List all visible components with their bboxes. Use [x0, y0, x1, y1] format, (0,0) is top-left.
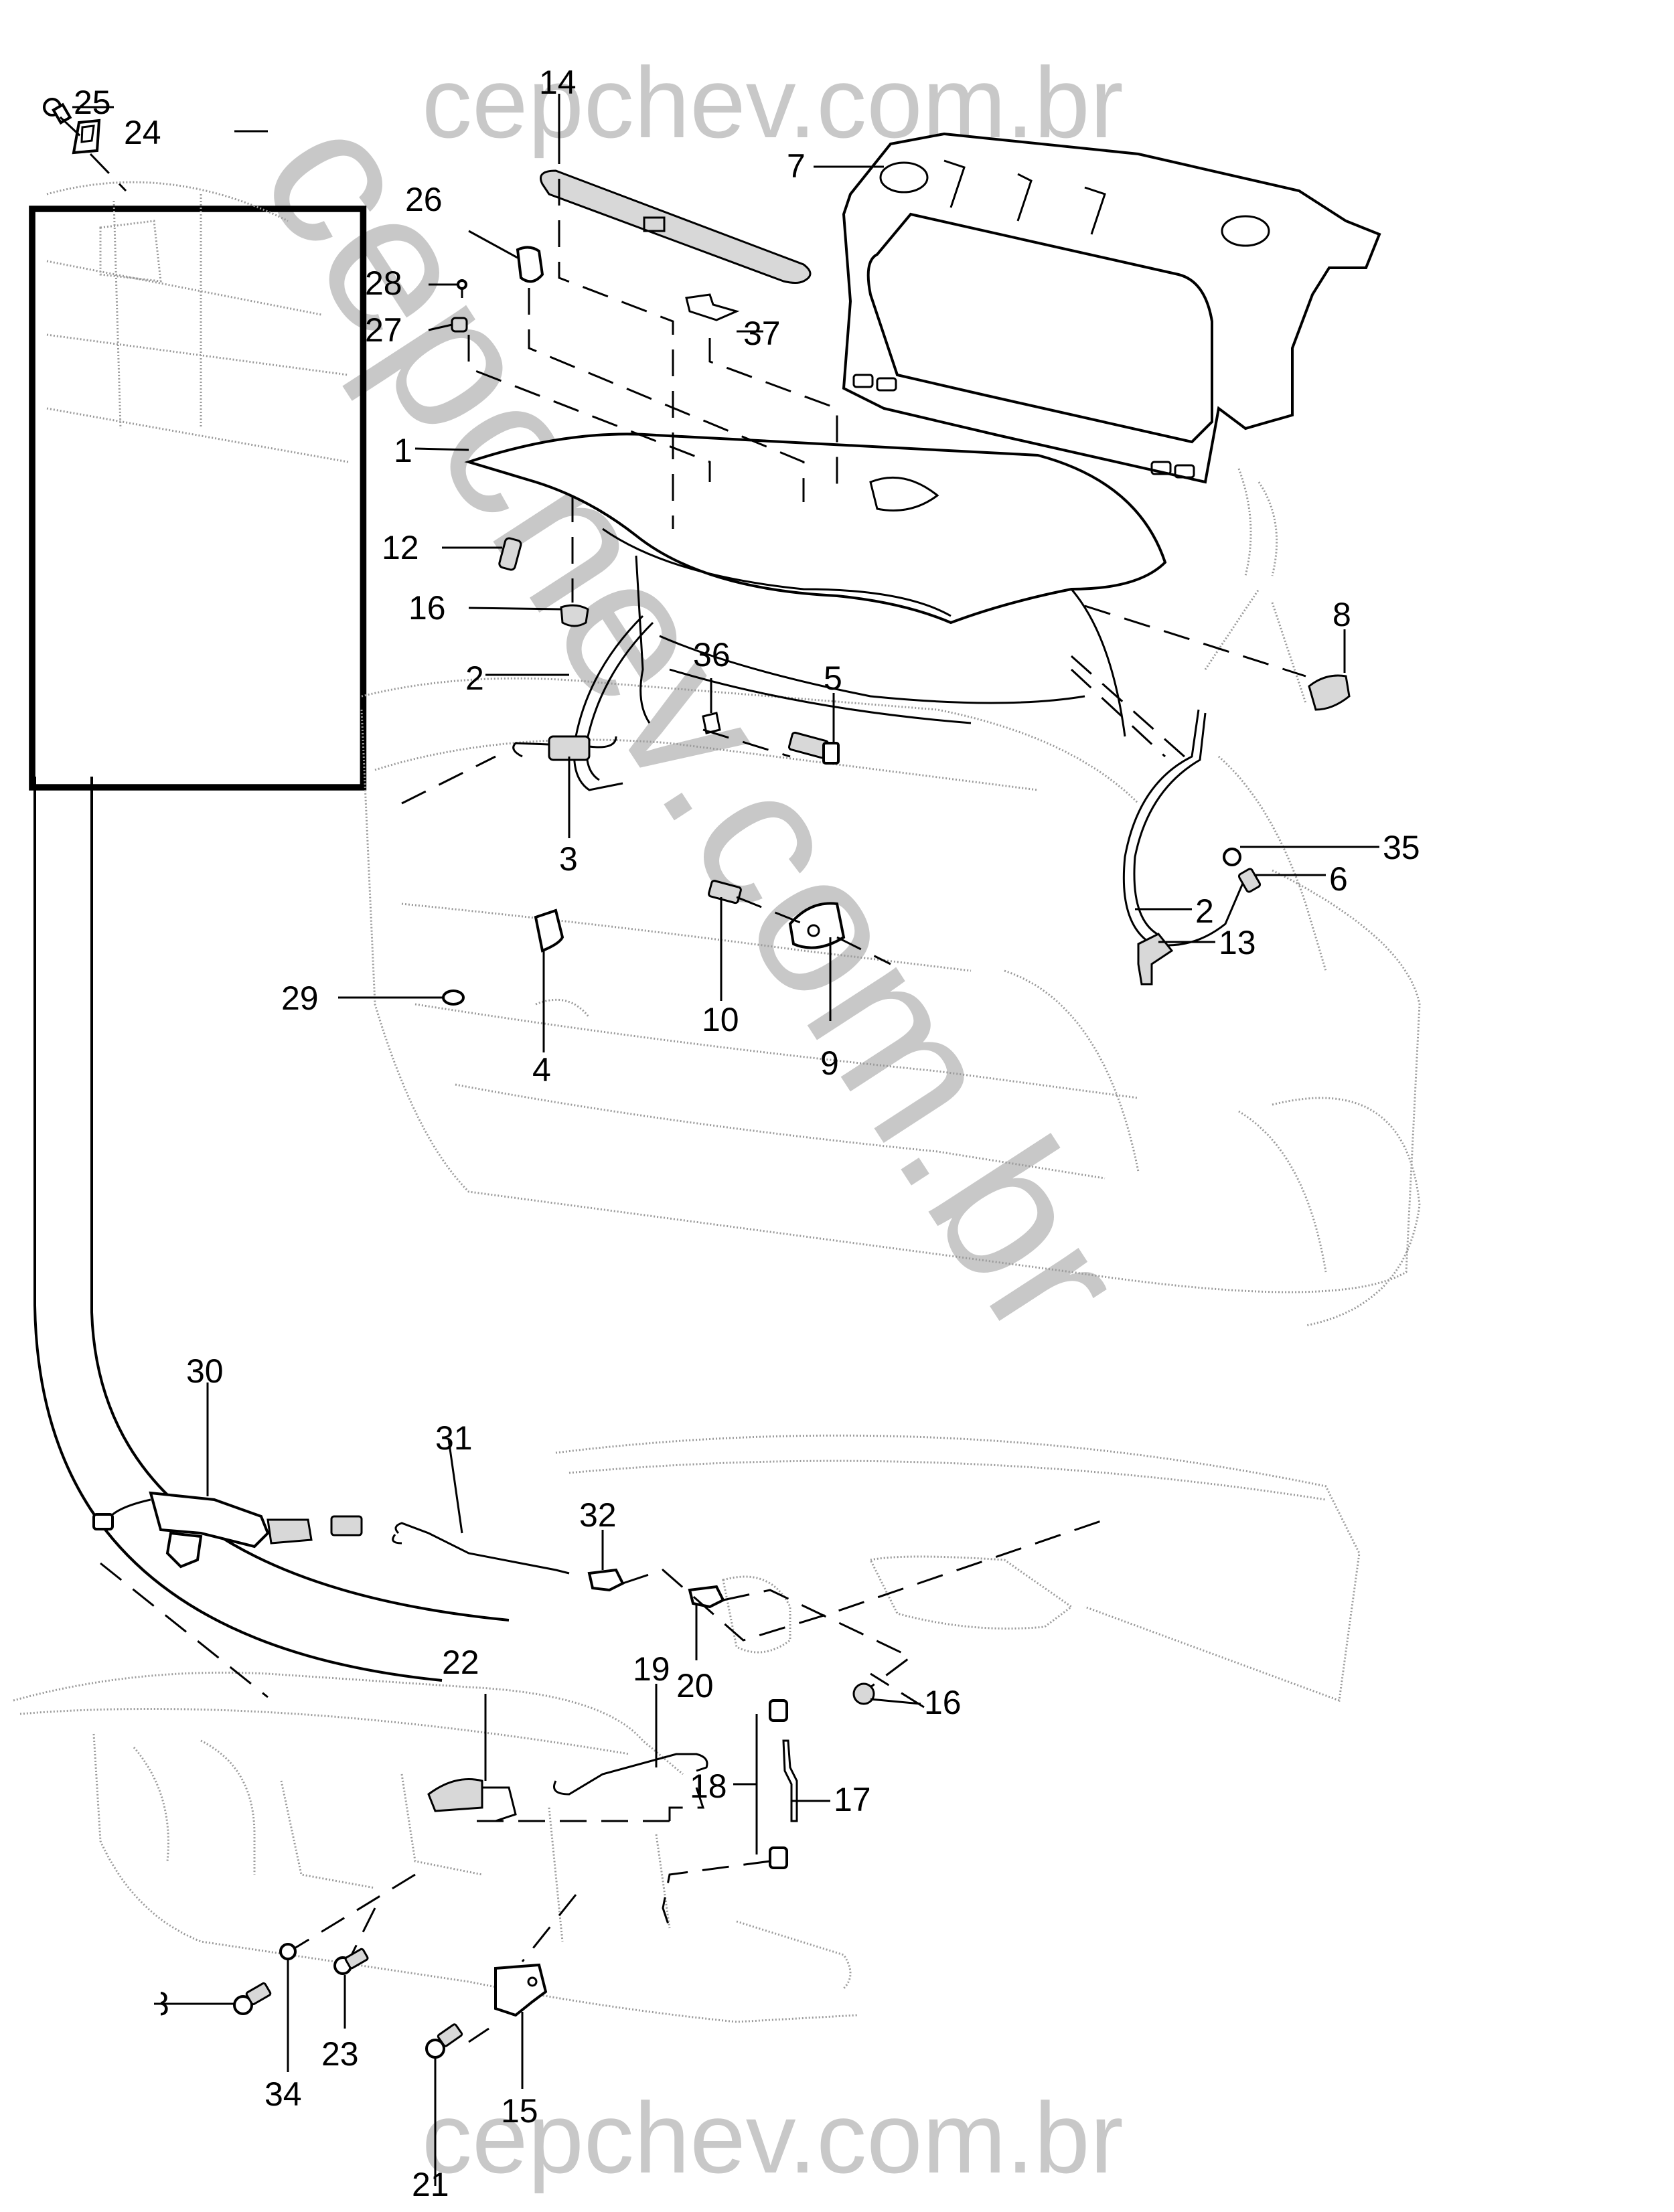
part-25-screw	[43, 98, 72, 125]
watermark-bottom: cepchev.com.br	[422, 2081, 1124, 2194]
assembly-lines-upper	[401, 137, 1306, 965]
part-4-plate	[534, 908, 564, 953]
part-30-lock-actuator	[92, 1491, 363, 1569]
part-10-bolt	[708, 880, 742, 904]
part-18-bracket-set	[769, 1699, 788, 1869]
part-cut-bolt	[233, 1982, 272, 2015]
part-29-plug	[442, 990, 465, 1006]
callout-29: 29	[281, 979, 319, 1017]
part-16-grommet-lower	[852, 1682, 875, 1705]
part-27-nut	[451, 317, 468, 333]
part-21-screw	[425, 2023, 463, 2059]
part-8-bumper	[1308, 674, 1351, 711]
part-34-washer	[279, 1943, 297, 1960]
callout-22: 22	[442, 1644, 479, 1681]
part-35-washer	[1223, 848, 1241, 866]
part-7-rear-shelf-panel	[842, 132, 1381, 484]
callout-5: 5	[824, 659, 842, 697]
callout-10: 10	[702, 1001, 739, 1038]
part-23-bolt	[333, 1948, 369, 1975]
lower-trunk-lid-outline	[13, 1434, 1361, 2023]
part-26-bump-stop	[516, 246, 544, 283]
part-19-rod	[553, 1753, 708, 1796]
callout-12: 12	[382, 529, 419, 566]
detail-inset	[29, 98, 510, 1682]
callout-7: 7	[787, 147, 806, 185]
callout-31: 31	[435, 1419, 473, 1457]
assembly-lines-lower	[100, 1518, 1106, 2043]
part-24-bracket	[72, 118, 101, 155]
part-37-pad	[685, 293, 740, 321]
part-5-bolt	[787, 731, 840, 765]
callout-32: 32	[579, 1496, 617, 1534]
part-31-rod	[392, 1522, 570, 1575]
callout-14: 14	[539, 64, 577, 101]
callout-37: 37	[743, 315, 781, 352]
callout-19: 19	[633, 1650, 670, 1688]
part-32-clip	[587, 1568, 625, 1592]
callout-27: 27	[365, 311, 402, 349]
part-17-link	[782, 1739, 798, 1822]
callout-15: 15	[501, 2092, 538, 2130]
callout-8: 8	[1333, 596, 1351, 633]
callout-24: 24	[124, 114, 161, 151]
part-16-grommet-upper	[560, 604, 589, 627]
callout-18: 18	[690, 1767, 727, 1805]
callout-4: 4	[532, 1051, 551, 1089]
callout-23: 23	[321, 2035, 359, 2073]
callout-3: 3	[559, 840, 578, 878]
callout-30: 30	[186, 1352, 224, 1390]
callout-1: 1	[394, 432, 412, 469]
part-36-clip	[702, 712, 721, 734]
leader-lines	[72, 94, 1379, 2186]
callout-21: 21	[412, 2166, 449, 2203]
callout-16-upper: 16	[408, 589, 446, 627]
part-9-striker	[788, 902, 846, 949]
callout-2-left: 2	[465, 659, 484, 697]
part-15-bracket	[494, 1963, 548, 2017]
callout-35: 35	[1383, 829, 1420, 866]
callout-36: 36	[693, 636, 731, 674]
part-2-torsion-rod-left	[573, 615, 654, 791]
callout-cut-off: 3	[151, 1985, 169, 2023]
callout-9: 9	[820, 1044, 839, 1082]
callout-labels: 25 24 14 7 26 28 27 37 1 12 16 8 36 2 5 …	[74, 64, 1420, 2203]
callout-26: 26	[405, 181, 443, 218]
callout-34: 34	[264, 2075, 302, 2113]
part-1-trunk-lid	[464, 432, 1167, 737]
callout-16-lower: 16	[924, 1684, 962, 1721]
car-body-outline	[360, 468, 1421, 1327]
part-6-bolt	[1237, 868, 1262, 893]
part-22-latch	[427, 1778, 517, 1822]
callout-13: 13	[1219, 924, 1256, 961]
callout-2-right: 2	[1195, 892, 1214, 930]
callout-28: 28	[365, 264, 402, 302]
callout-25: 25	[74, 84, 111, 121]
part-13-connector	[1137, 933, 1174, 985]
part-12-buffer	[498, 537, 522, 571]
callout-6: 6	[1329, 860, 1348, 898]
callout-17: 17	[834, 1781, 871, 1818]
part-14-third-brake-light	[540, 169, 812, 284]
callout-20: 20	[676, 1667, 714, 1705]
